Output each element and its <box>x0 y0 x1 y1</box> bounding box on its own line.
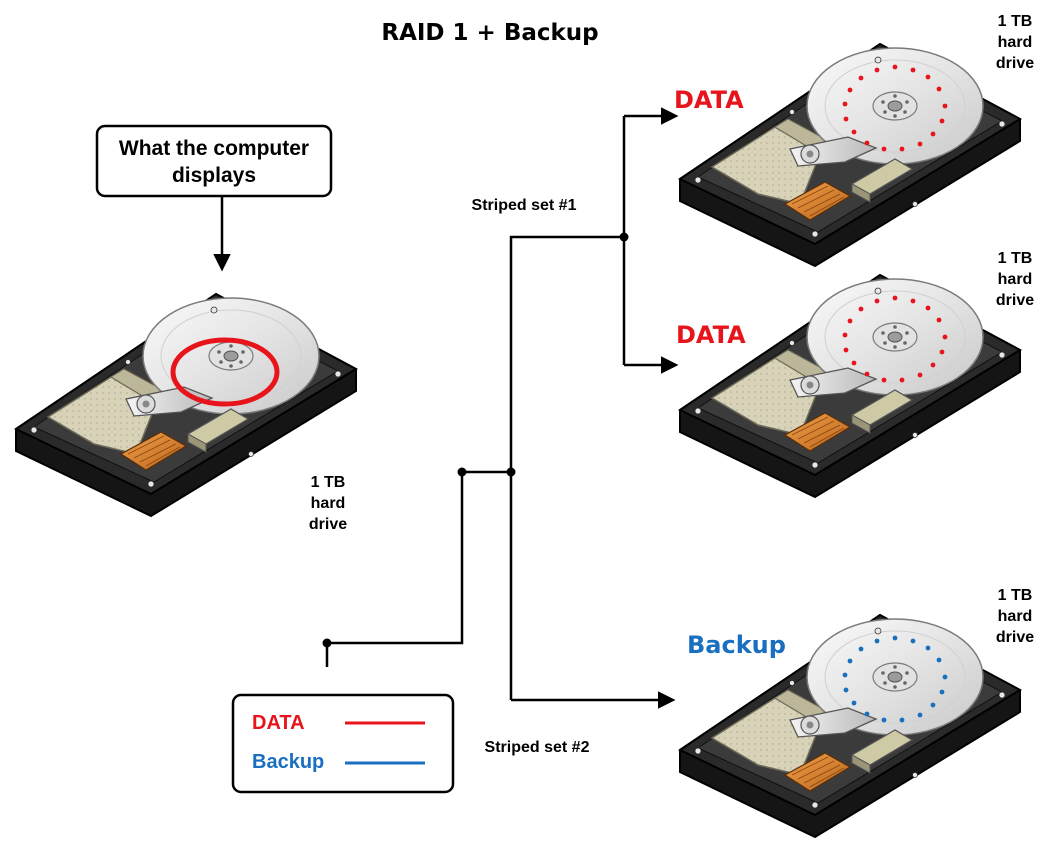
data-hard-drive-1 <box>679 43 1021 267</box>
diagram-title: RAID 1 + Backup <box>381 20 598 46</box>
data-dotted-ring-icon <box>842 295 948 383</box>
drive-3-tag: Backup <box>687 631 786 659</box>
logical-drive-capacity-line3: drive <box>309 516 347 533</box>
drive-2-capacity-line3: drive <box>996 292 1034 309</box>
drive-2-capacity-line1: 1 TB <box>998 250 1033 267</box>
legend: DATA Backup <box>231 693 455 794</box>
drive-1-tag: DATA <box>674 86 744 114</box>
backup-hard-drive <box>679 614 1021 838</box>
drive-3-capacity-line1: 1 TB <box>998 587 1033 604</box>
data-dotted-ring-icon <box>842 64 948 152</box>
drive-1-capacity-line2: hard <box>998 34 1033 51</box>
drive-3-capacity-line3: drive <box>996 629 1034 646</box>
data-ring-icon <box>170 337 280 407</box>
drive-2-tag: DATA <box>676 321 746 349</box>
logical-drive-capacity-line1: 1 TB <box>311 474 346 491</box>
drive-2-capacity-line2: hard <box>998 271 1033 288</box>
drive-1-capacity-line3: drive <box>996 55 1034 72</box>
data-hard-drive-2 <box>679 274 1021 498</box>
legend-backup-label: Backup <box>252 751 324 773</box>
drive-3-capacity-line2: hard <box>998 608 1033 625</box>
backup-dotted-ring-icon <box>842 635 948 723</box>
callout-line-2: displays <box>172 164 256 187</box>
logical-drive-capacity-line2: hard <box>311 495 346 512</box>
striped-set-2-label: Striped set #2 <box>485 739 590 756</box>
logical-hard-drive <box>15 293 357 517</box>
callout-line-1: What the computer <box>119 137 309 160</box>
striped-set-1-label: Striped set #1 <box>472 197 577 214</box>
computer-display-callout: What the computer displays <box>95 124 333 198</box>
connection-lines <box>322 107 679 709</box>
legend-data-label: DATA <box>252 712 305 734</box>
drive-1-capacity-line1: 1 TB <box>998 13 1033 30</box>
